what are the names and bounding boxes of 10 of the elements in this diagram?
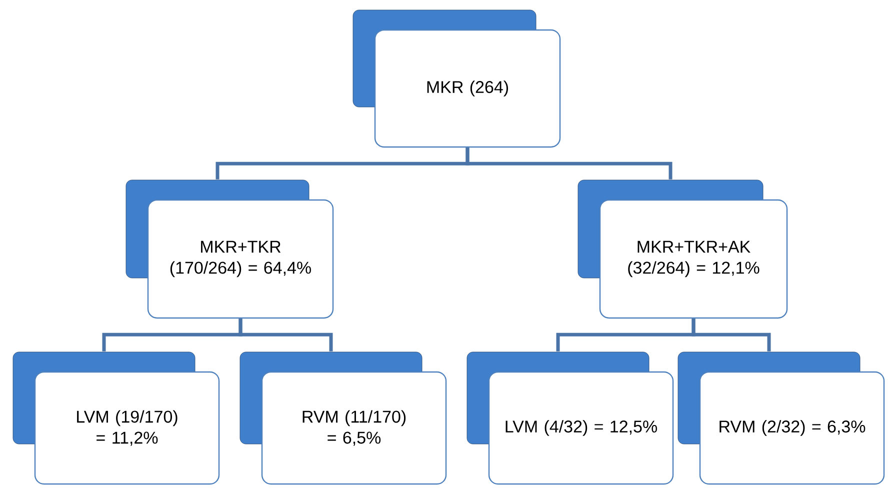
- tabbed-box: LVM (4/32) = 12,5%: [466, 352, 674, 485]
- tabbed-box: MKR (264): [352, 10, 561, 148]
- tabbed-box: MKR+TKR+AK (32/264) = 12,1%: [578, 180, 788, 319]
- connector-line: [692, 318, 771, 352]
- tabbed-box: RVM (2/32) = 6,3%: [678, 352, 885, 485]
- connector-line: [466, 148, 672, 180]
- tabbed-box: RVM (11/170) = 6,5%: [240, 352, 447, 485]
- tabbed-box: MKR+TKR (170/264) = 64,4%: [126, 180, 334, 319]
- connector-line: [238, 318, 333, 352]
- tabbed-box: LVM (19/170) = 11,2%: [12, 352, 220, 485]
